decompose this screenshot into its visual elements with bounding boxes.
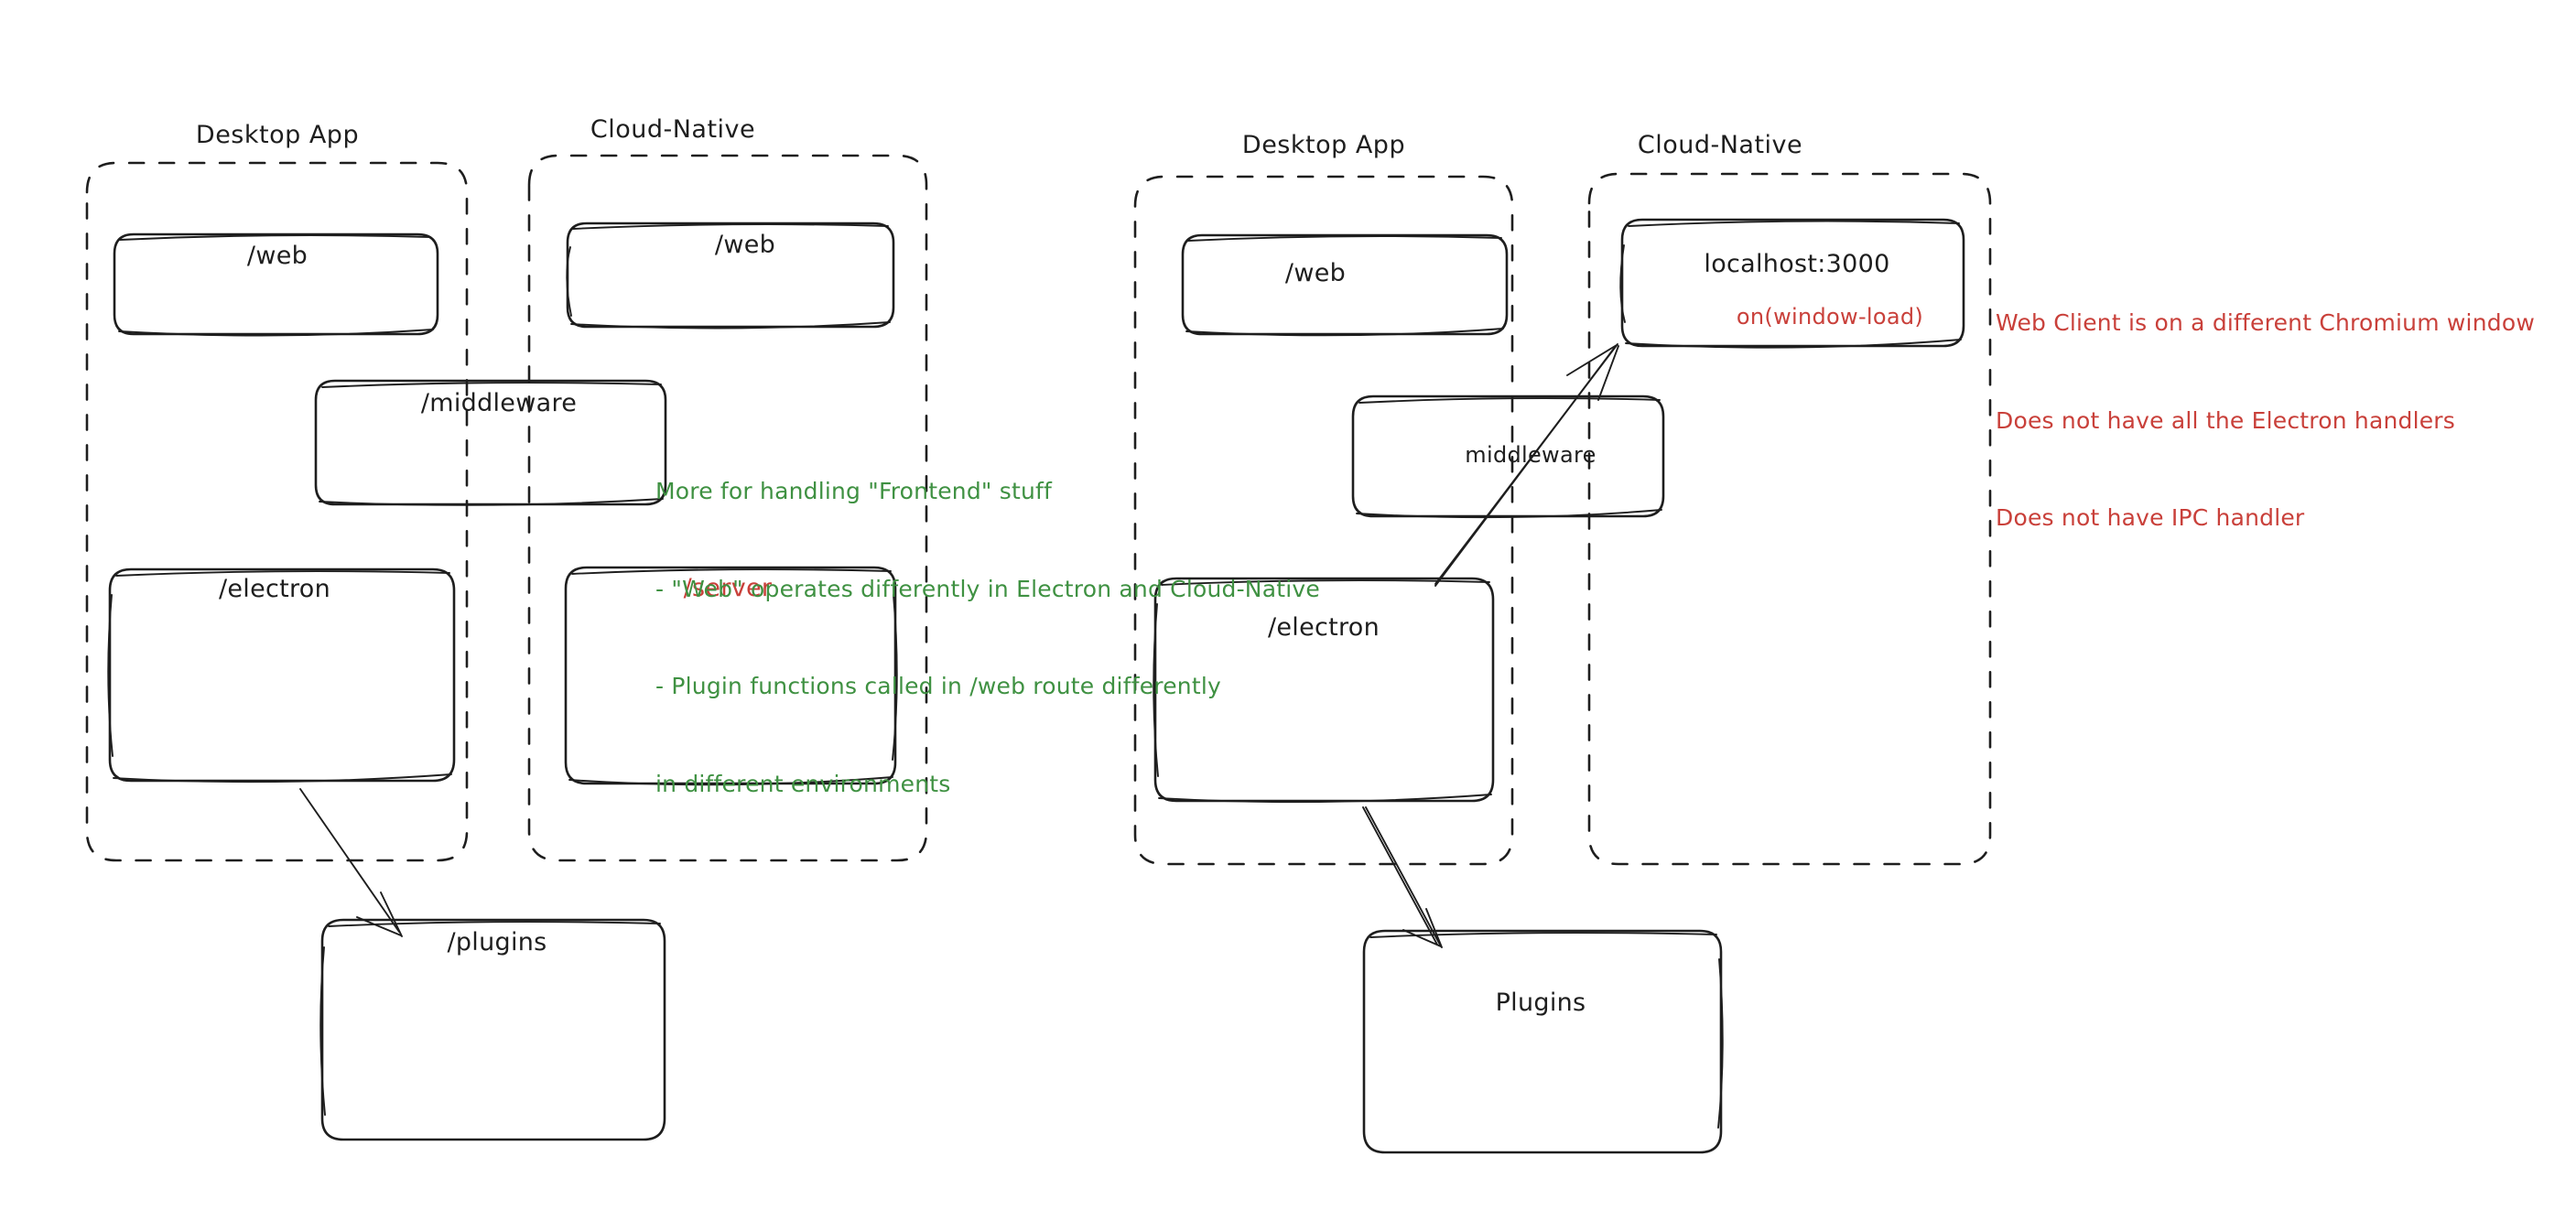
group-title-right-desktop-app: Desktop App	[1241, 131, 1406, 159]
node-sublabel-right-on-window-load: on(window-load)	[1736, 304, 1924, 330]
annotation-left-green-line-2: - "Web" operates differently in Electron…	[655, 575, 1320, 602]
node-label-right-middleware: middleware	[1465, 442, 1596, 468]
node-label-left-web-cloud: /web	[714, 231, 776, 259]
annotation-left-green-line-4: in different environments	[655, 770, 951, 797]
edge-left-electron-to-plugins	[299, 788, 403, 937]
group-title-left-cloud-native: Cloud-Native	[590, 115, 756, 144]
node-label-right-localhost: localhost:3000	[1704, 250, 1890, 278]
node-border-right-plugins	[1362, 929, 1724, 1154]
annotation-left-green: More for handling "Frontend" stuff - "We…	[655, 410, 1320, 865]
node-label-right-plugins: Plugins	[1495, 989, 1586, 1017]
annotation-right-red-line-1: Web Client is on a different Chromium wi…	[1996, 309, 2535, 336]
group-title-left-desktop-app: Desktop App	[195, 121, 360, 149]
node-label-left-server: /server	[683, 574, 773, 602]
node-label-right-electron: /electron	[1267, 613, 1380, 642]
node-label-left-plugins: /plugins	[447, 928, 547, 956]
node-label-left-electron: /electron	[218, 575, 331, 603]
annotation-right-red: Web Client is on a different Chromium wi…	[1996, 242, 2535, 600]
annotation-left-green-line-1: More for handling "Frontend" stuff	[655, 478, 1053, 504]
node-label-left-middleware: /middleware	[420, 389, 578, 417]
annotation-right-red-line-2: Does not have all the Electron handlers	[1996, 406, 2456, 434]
node-label-right-web-desktop: /web	[1284, 259, 1347, 287]
node-label-left-web-desktop: /web	[246, 242, 308, 270]
annotation-right-red-line-3: Does not have IPC handler	[1996, 504, 2305, 531]
group-title-right-cloud-native: Cloud-Native	[1637, 131, 1803, 159]
edge-right-electron-to-plugins	[1362, 806, 1443, 948]
annotation-left-green-line-3: - Plugin functions called in /web route …	[655, 673, 1221, 699]
